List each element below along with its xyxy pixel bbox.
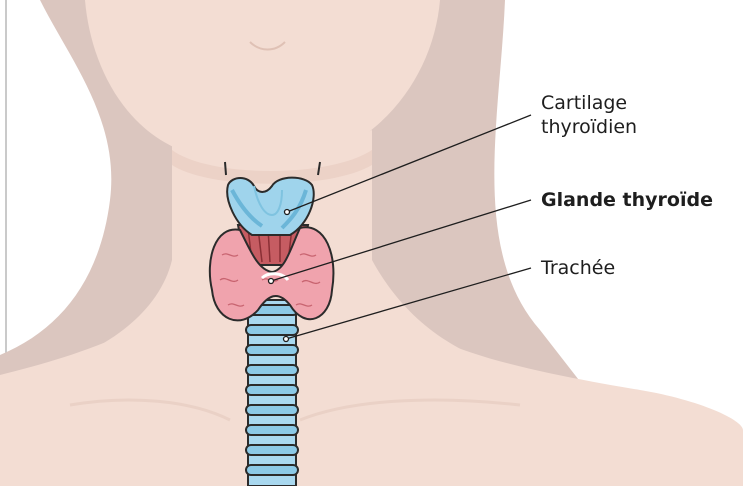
label-trachee: Trachée [541, 256, 615, 280]
label-cartilage-line2: thyroïdien [541, 115, 637, 139]
label-cartilage-thyroidien: Cartilage thyroïdien [541, 91, 637, 139]
label-glande-thyroide: Glande thyroïde [541, 188, 713, 212]
label-cartilage-line1: Cartilage [541, 91, 637, 115]
dot-trachee [284, 337, 289, 342]
dot-glande [269, 279, 274, 284]
dot-cartilage [285, 210, 290, 215]
trachea [246, 300, 298, 486]
